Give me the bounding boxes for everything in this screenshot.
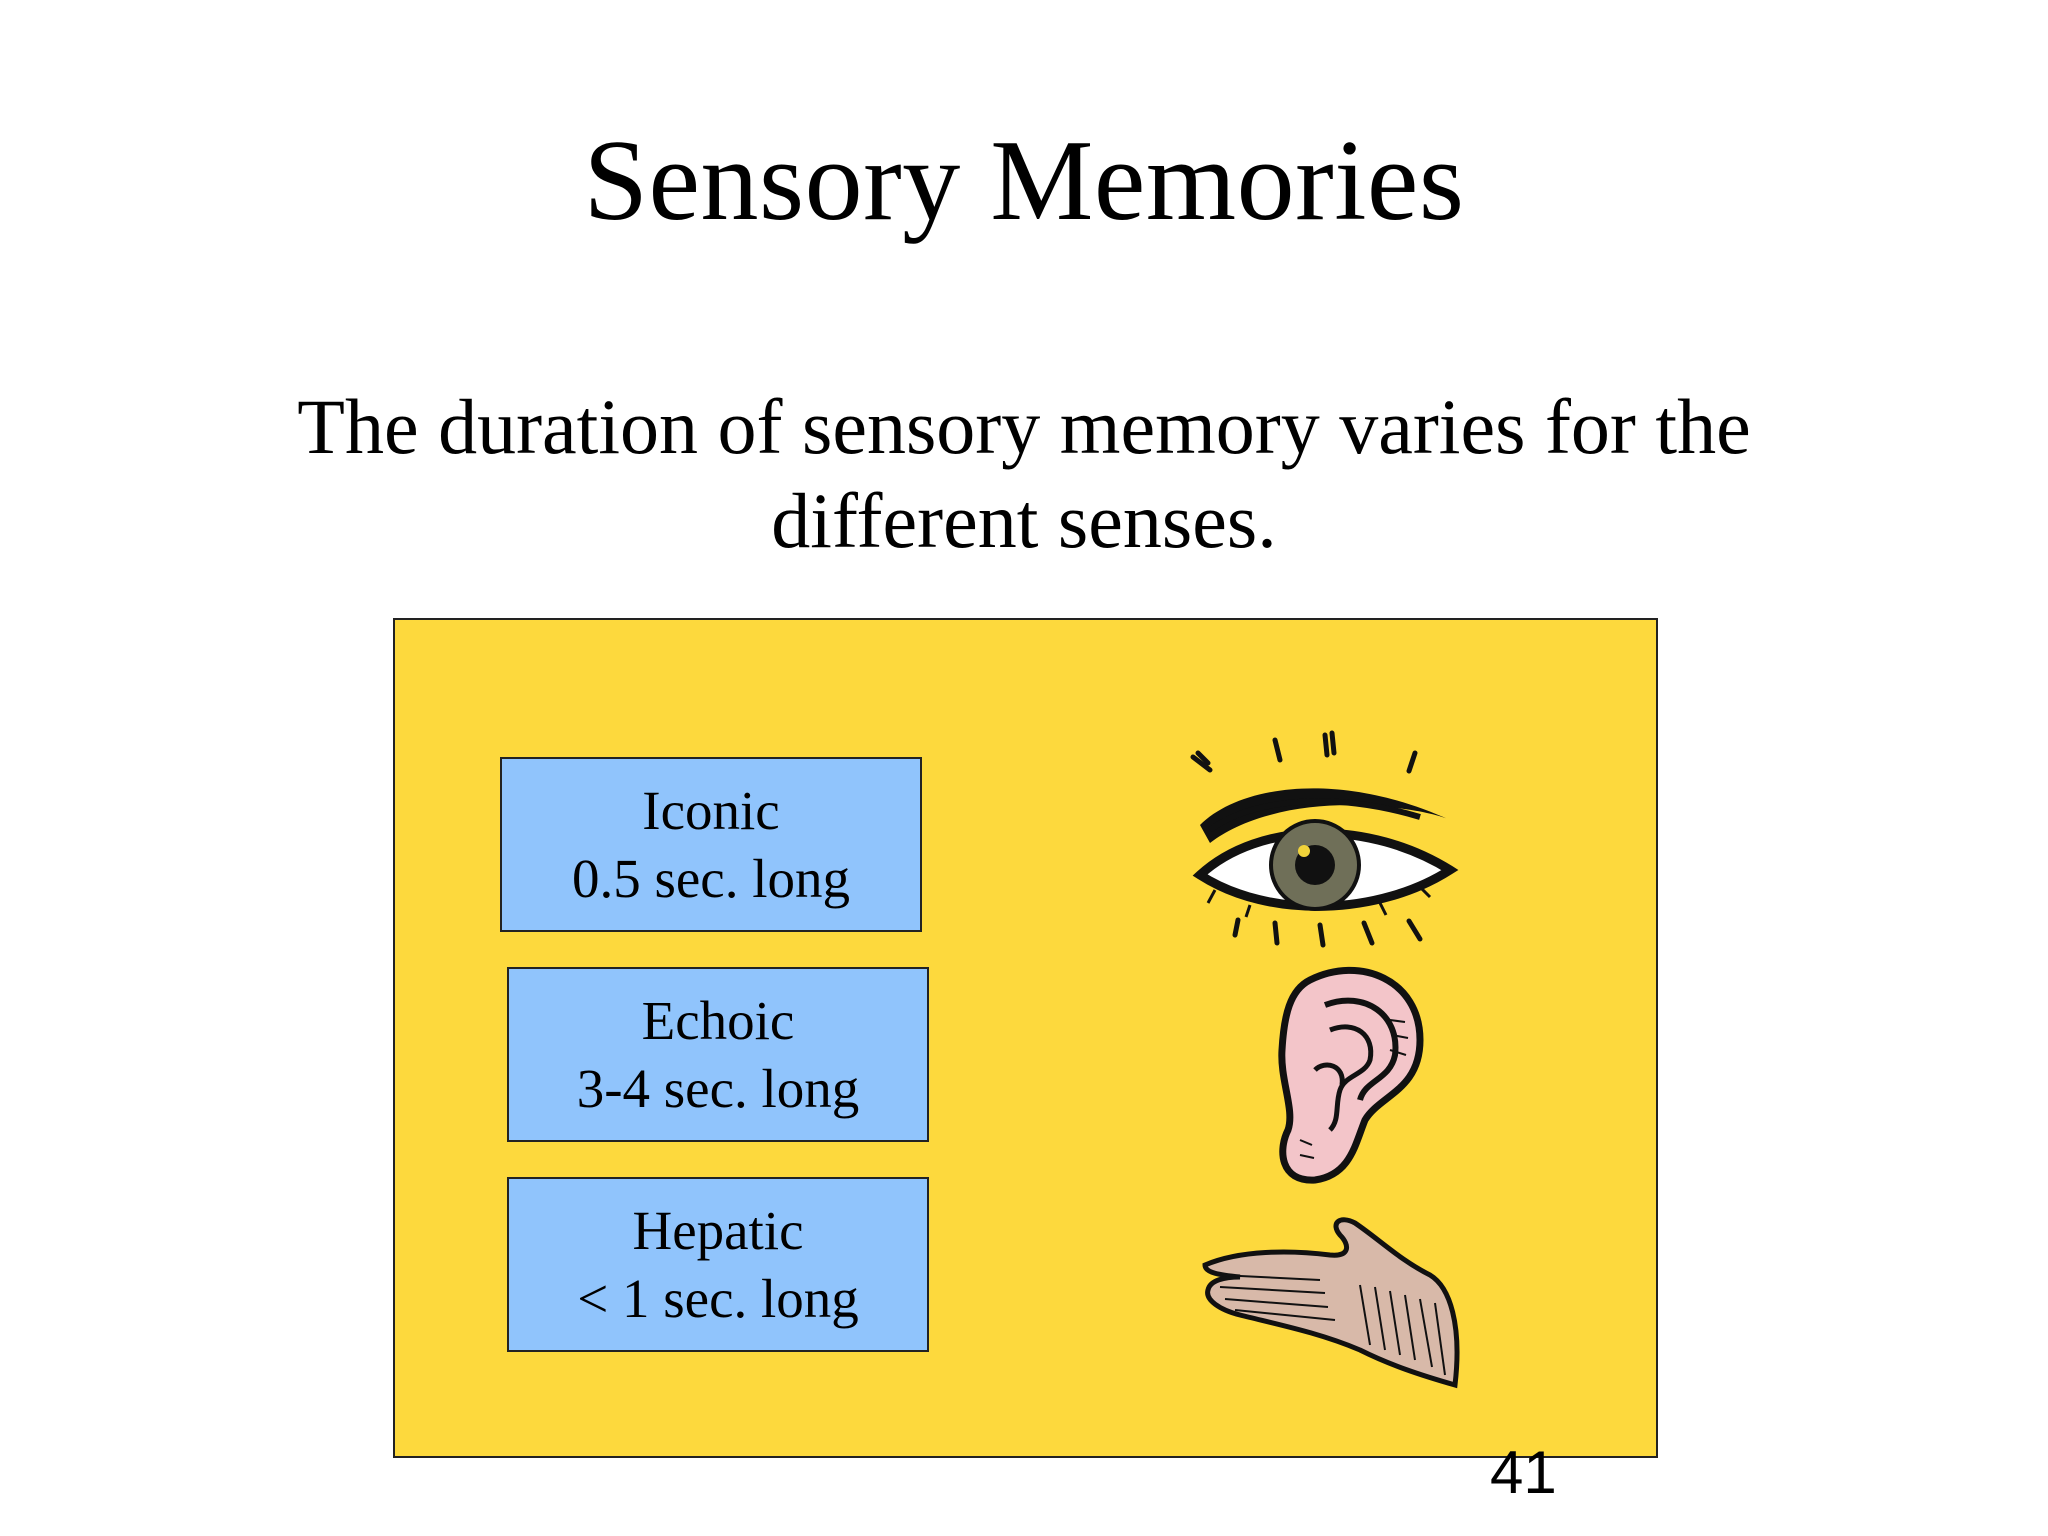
ear-icon: [1270, 960, 1430, 1190]
memory-duration: < 1 sec. long: [577, 1267, 859, 1329]
memory-duration: 3-4 sec. long: [576, 1057, 860, 1119]
hand-icon: [1200, 1215, 1470, 1395]
memory-name: Hepatic: [632, 1199, 804, 1261]
memory-name: Iconic: [642, 779, 780, 841]
memory-name: Echoic: [641, 989, 795, 1051]
eye-icon: [1180, 725, 1460, 955]
page-number: 41: [1490, 1439, 1557, 1506]
slide-subtitle: The duration of sensory memory varies fo…: [297, 383, 1751, 564]
memory-duration: 0.5 sec. long: [571, 847, 850, 909]
memory-box-echoic: Echoic 3-4 sec. long: [507, 967, 929, 1142]
memory-box-iconic: Iconic 0.5 sec. long: [500, 757, 922, 932]
slide-title: Sensory Memories: [583, 117, 1465, 245]
memory-box-hepatic: Hepatic < 1 sec. long: [507, 1177, 929, 1352]
